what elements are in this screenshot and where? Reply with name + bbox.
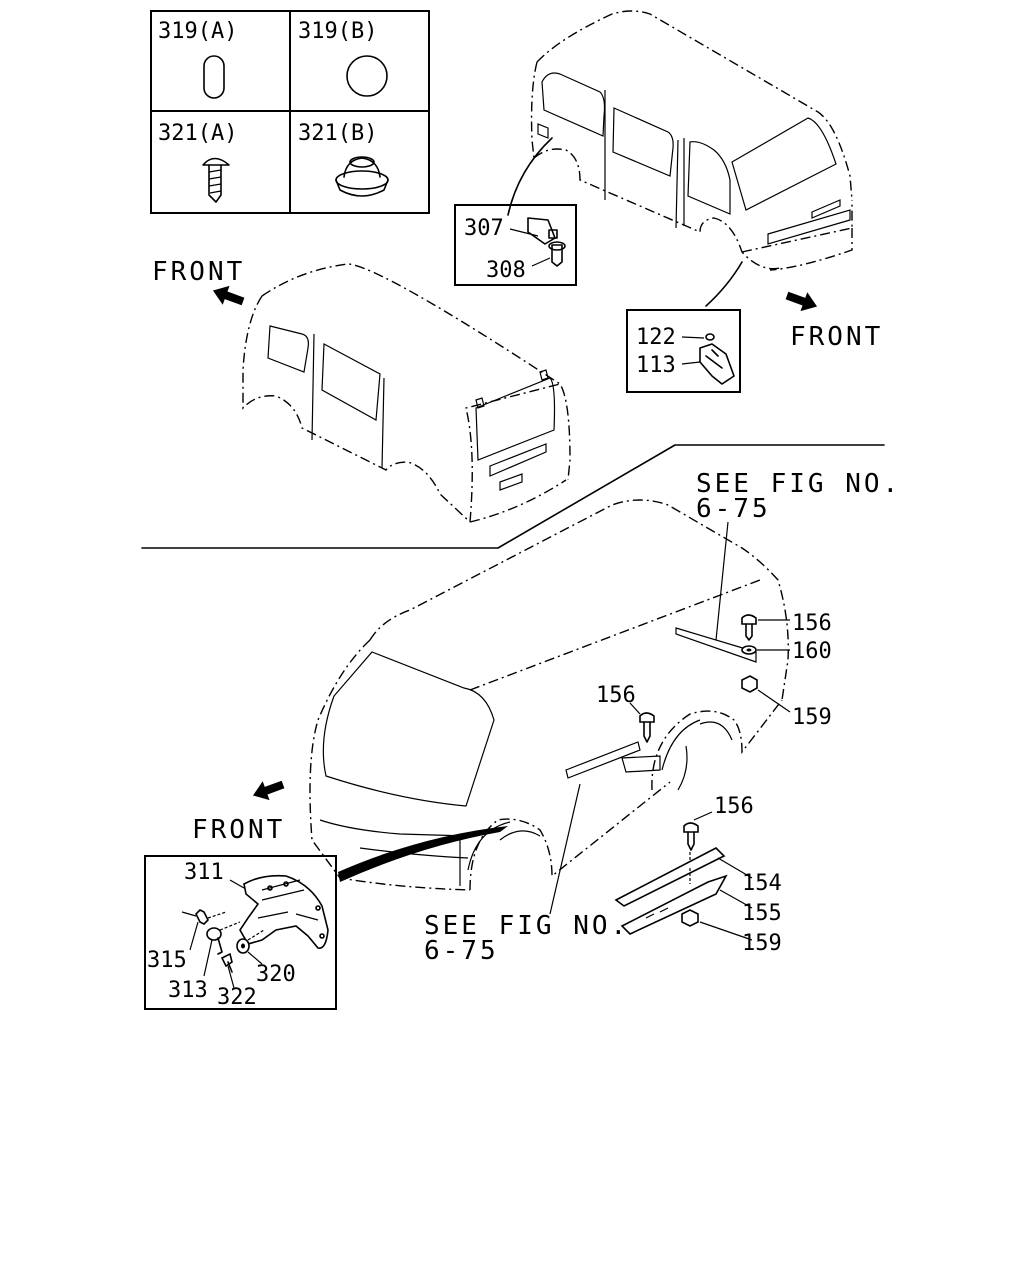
step-plate-assembly: 156 154 155 159 <box>614 794 782 956</box>
callout-308: 308 <box>486 258 526 283</box>
callout-320: 320 <box>256 962 296 987</box>
callout-160: 160 <box>792 639 832 664</box>
reference-upper-line1: SEE FIG NO. <box>696 469 901 499</box>
reference-lower-line2: 6-75 <box>424 936 499 966</box>
round-plug-icon <box>346 55 388 97</box>
leader-curve <box>705 261 743 307</box>
reference-lower-line1: SEE FIG NO. <box>424 911 629 941</box>
front-label-left-top: FRONT <box>152 257 245 287</box>
grommet-icon <box>335 156 389 197</box>
fastener-legend-table: 319(A) 319(B) 321(A) 321(B) <box>150 10 430 214</box>
callout-154: 154 <box>742 871 782 896</box>
van-rear-left-view <box>242 263 571 523</box>
legend-label-321a: 321(A) <box>158 121 237 146</box>
oval-plug-icon <box>203 55 225 99</box>
callout-122: 122 <box>636 325 676 350</box>
leader-line <box>549 783 581 915</box>
callout-313: 313 <box>168 978 208 1003</box>
leader-curve <box>507 137 553 216</box>
callout-156-middle: 156 <box>596 683 636 708</box>
callout-311: 311 <box>184 860 224 885</box>
callout-156-lower: 156 <box>714 794 754 819</box>
detail-box-307-308: 307 308 <box>454 204 577 286</box>
front-arrow-left-top-icon <box>212 285 245 306</box>
front-arrow-left-bottom-icon <box>252 780 285 801</box>
callout-159-lower: 159 <box>742 931 782 956</box>
detail-box-311-assembly: 311 315 313 322 320 <box>144 855 337 1010</box>
callout-315: 315 <box>147 948 187 973</box>
detail-box-122-113: 122 113 <box>626 309 741 393</box>
front-label-left-bottom: FRONT <box>192 815 285 845</box>
callout-155: 155 <box>742 901 782 926</box>
legend-label-319a: 319(A) <box>158 19 237 44</box>
callout-322: 322 <box>217 985 257 1010</box>
front-label-right: FRONT <box>790 322 883 352</box>
callout-113: 113 <box>636 353 676 378</box>
reference-upper-line2: 6-75 <box>696 494 771 524</box>
leader-wedge <box>338 826 508 882</box>
callout-159-right: 159 <box>792 705 832 730</box>
leader-line <box>715 521 729 641</box>
legend-label-321b: 321(B) <box>298 121 377 146</box>
fastener-cluster-right: 156 160 159 <box>741 611 832 730</box>
van-front-left-large-view <box>309 499 789 891</box>
legend-label-319b: 319(B) <box>298 19 377 44</box>
front-arrow-right-icon <box>785 291 818 312</box>
push-clip-icon <box>202 157 230 203</box>
fastener-156-middle: 156 <box>596 683 655 743</box>
callout-307: 307 <box>464 216 504 241</box>
van-front-right-view <box>530 10 853 271</box>
section-divider <box>141 444 885 549</box>
callout-156-right: 156 <box>792 611 832 636</box>
